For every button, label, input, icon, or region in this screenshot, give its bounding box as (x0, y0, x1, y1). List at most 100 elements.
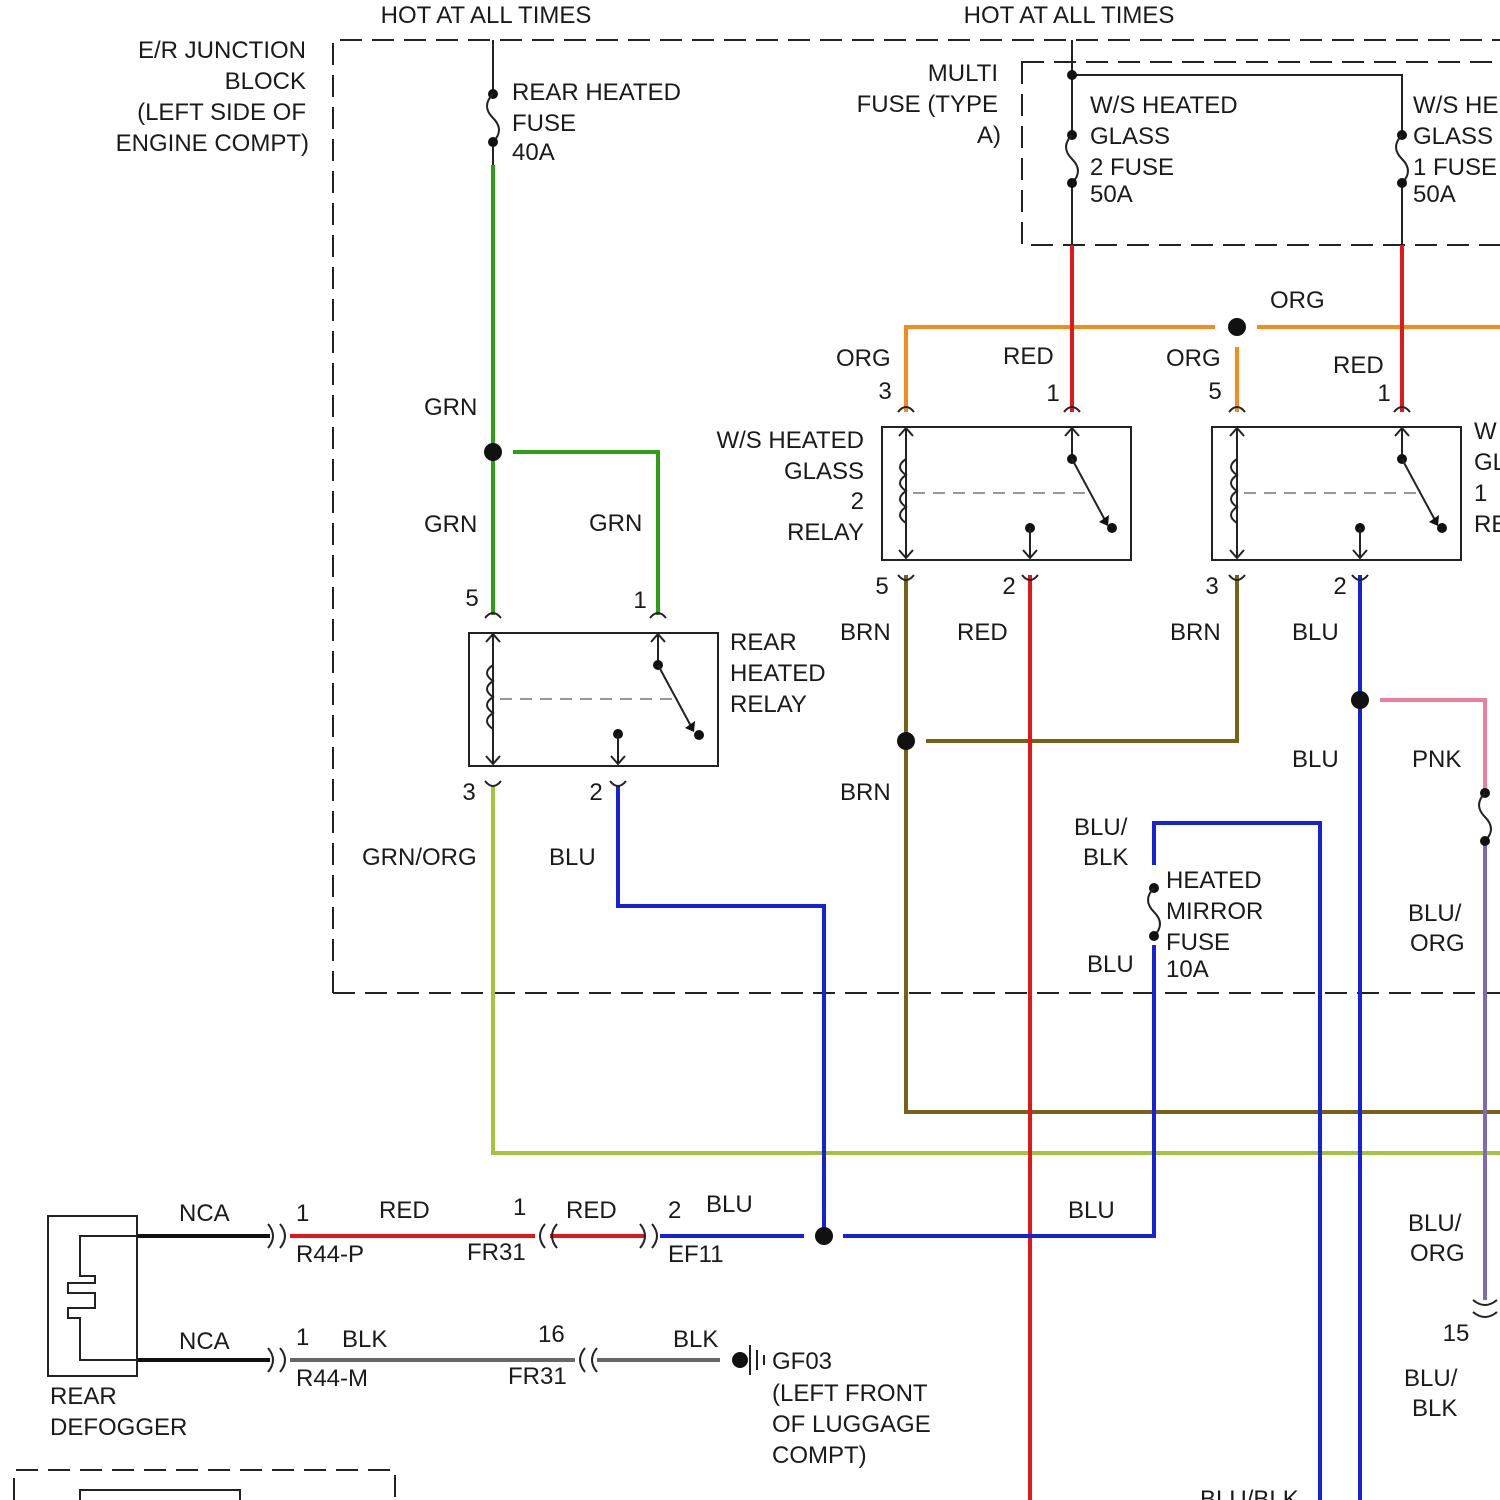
rear-relay-label: REAR HEATED RELAY (730, 629, 826, 718)
svg-text:2: 2 (1002, 573, 1015, 600)
svg-text:2: 2 (589, 779, 602, 806)
svg-text:ORG: ORG (1270, 287, 1325, 314)
svg-text:1: 1 (296, 1324, 309, 1351)
svg-text:NCA: NCA (179, 1200, 230, 1227)
svg-text:3: 3 (878, 378, 891, 405)
svg-text:BLU: BLU (549, 844, 596, 871)
svg-text:RED: RED (566, 1197, 617, 1224)
svg-text:BLU: BLU (1068, 1197, 1115, 1224)
svg-text:40A: 40A (512, 139, 555, 166)
svg-text:REAR: REAR (50, 1383, 117, 1410)
splice-org (1228, 318, 1246, 336)
wire-blu-rear-relay (618, 785, 824, 1236)
svg-text:GF03: GF03 (772, 1348, 832, 1375)
svg-text:MULTI: MULTI (928, 60, 998, 87)
svg-text:NCA: NCA (179, 1328, 230, 1355)
svg-text:ORG: ORG (1166, 345, 1221, 372)
svg-text:1: 1 (633, 587, 646, 614)
svg-text:GRN: GRN (589, 510, 642, 537)
svg-text:16: 16 (538, 1321, 565, 1348)
svg-text:(LEFT SIDE OF: (LEFT SIDE OF (137, 99, 306, 126)
splice-blu-lower (815, 1227, 833, 1245)
svg-text:GRN: GRN (424, 394, 477, 421)
svg-text:GLASS: GLASS (1413, 123, 1493, 150)
svg-text:RED: RED (379, 1197, 430, 1224)
svg-text:W/S HEATED: W/S HEATED (1090, 92, 1238, 119)
svg-text:FR31: FR31 (467, 1239, 526, 1266)
svg-text:2: 2 (1333, 573, 1346, 600)
svg-text:BLU/: BLU/ (1404, 1365, 1458, 1392)
svg-text:FUSE: FUSE (512, 110, 576, 137)
header-hot-2: HOT AT ALL TIMES (964, 2, 1175, 29)
svg-text:ORG: ORG (1410, 1240, 1465, 1267)
svg-text:GRN: GRN (424, 511, 477, 538)
svg-text:50A: 50A (1090, 181, 1133, 208)
svg-text:1 FUSE: 1 FUSE (1413, 154, 1497, 181)
svg-text:3: 3 (1205, 573, 1218, 600)
svg-text:OF LUGGAGE: OF LUGGAGE (772, 1411, 931, 1438)
multi-fuse-label: MULTI FUSE (TYPE A) (857, 60, 1001, 149)
svg-text:EF11: EF11 (668, 1241, 724, 1268)
junction-block-label: E/R JUNCTION BLOCK (LEFT SIDE OF ENGINE … (116, 37, 309, 157)
svg-text:MIRROR: MIRROR (1166, 898, 1263, 925)
svg-text:R44-P: R44-P (296, 1241, 364, 1268)
svg-text:GLASS: GLASS (1090, 123, 1170, 150)
svg-text:GL: GL (1474, 449, 1500, 476)
svg-text:GRN/ORG: GRN/ORG (362, 844, 477, 871)
junction-block-outline (333, 40, 1500, 993)
connector-r44p-symbol (268, 1224, 285, 1248)
svg-text:1: 1 (1474, 480, 1487, 507)
wire-brn-w1 (926, 575, 1237, 741)
wire-hot-multi (1072, 40, 1402, 133)
svg-text:A): A) (977, 122, 1001, 149)
svg-text:BLK: BLK (342, 1326, 387, 1353)
svg-text:3: 3 (462, 779, 475, 806)
svg-text:FUSE: FUSE (1166, 929, 1230, 956)
svg-text:BLU: BLU (1292, 619, 1339, 646)
svg-text:FUSE (TYPE: FUSE (TYPE (857, 91, 998, 118)
ground-label: GF03 (LEFT FRONT OF LUGGAGE COMPT) (772, 1348, 931, 1469)
rear-heated-fuse-symbol (487, 89, 499, 147)
ground-gf03-symbol (732, 1345, 764, 1375)
svg-text:RED: RED (957, 619, 1008, 646)
svg-text:HEATED: HEATED (1166, 867, 1262, 894)
connector-fr31b-symbol (580, 1348, 597, 1372)
svg-text:BLK: BLK (673, 1326, 718, 1353)
svg-text:FR31: FR31 (508, 1363, 567, 1390)
svg-text:10A: 10A (1166, 956, 1209, 983)
svg-text:BLOCK: BLOCK (225, 68, 306, 95)
header-hot-1: HOT AT ALL TIMES (381, 2, 592, 29)
svg-text:BLU/: BLU/ (1074, 814, 1128, 841)
svg-text:COMPT): COMPT) (772, 1442, 867, 1469)
svg-text:R44-M: R44-M (296, 1365, 368, 1392)
svg-text:RELAY: RELAY (730, 691, 807, 718)
svg-text:BLU: BLU (706, 1191, 753, 1218)
svg-text:1: 1 (1046, 380, 1059, 407)
wire-labels: GRN GRN GRN GRN/ORG BLU ORG ORG RED ORG … (362, 287, 1465, 1500)
svg-text:PNK: PNK (1412, 746, 1461, 773)
ws-fuse1-label: W/S HE GLASS 1 FUSE 50A (1413, 92, 1498, 208)
svg-text:DEFOGGER: DEFOGGER (50, 1414, 187, 1441)
ws-relay1-label-partial: W GL 1 RE (1474, 418, 1500, 538)
connector-r44m-symbol (268, 1348, 285, 1372)
svg-text:E/R JUNCTION: E/R JUNCTION (138, 37, 306, 64)
ws-relay2-label: W/S HEATED GLASS 2 RELAY (716, 427, 864, 546)
svg-text:ENGINE COMPT): ENGINE COMPT) (116, 130, 309, 157)
splice-brn (897, 732, 915, 750)
svg-text:2: 2 (851, 488, 864, 515)
svg-text:GLASS: GLASS (784, 458, 864, 485)
connector-15-symbol (1473, 1300, 1497, 1317)
svg-text:BRN: BRN (840, 779, 891, 806)
lower-component-outline (14, 1470, 395, 1500)
svg-text:BLU: BLU (1087, 951, 1134, 978)
wire-blu-mirror (843, 945, 1154, 1236)
svg-text:1: 1 (513, 1194, 526, 1221)
svg-text:BRN: BRN (840, 619, 891, 646)
svg-text:BRN: BRN (1170, 619, 1221, 646)
svg-text:BLK: BLK (1083, 844, 1128, 871)
mirror-fuse-symbol (1148, 883, 1160, 941)
rear-defogger-symbol (48, 1216, 137, 1376)
wire-brn-w2 (906, 575, 1500, 1112)
wire-pnk (1380, 700, 1485, 790)
